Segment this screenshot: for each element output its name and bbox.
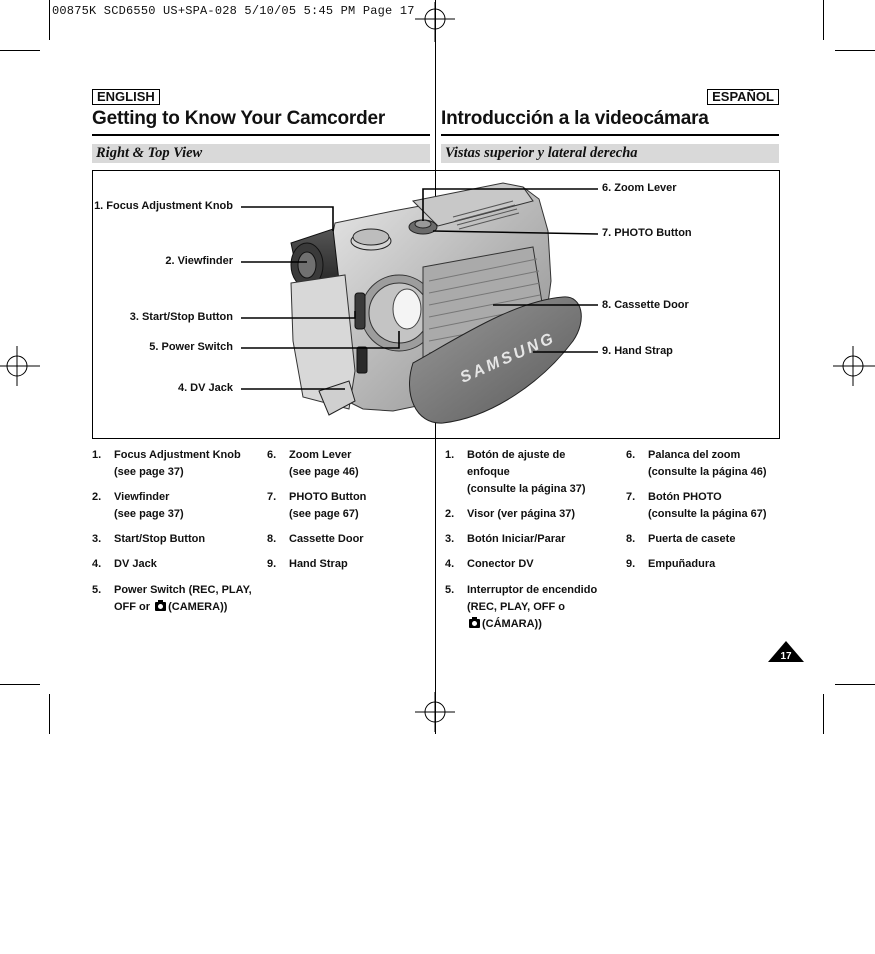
crop-mark <box>835 50 875 51</box>
crosshair-icon <box>0 346 40 386</box>
camera-icon <box>155 600 167 611</box>
crop-mark <box>49 694 50 734</box>
page-number-badge: 17 <box>768 641 804 662</box>
page-title-english: Getting to Know Your Camcorder <box>92 108 386 129</box>
callout-zoom-lever: 6. Zoom Lever <box>602 182 677 194</box>
crop-mark <box>823 0 824 40</box>
section-subtitle-english: Right & Top View <box>92 144 430 163</box>
callout-focus-knob: 1. Focus Adjustment Knob <box>94 200 233 212</box>
crop-mark <box>835 684 875 685</box>
callout-dv-jack: 4. DV Jack <box>177 382 233 394</box>
crop-mark <box>0 684 40 685</box>
crop-mark <box>0 50 40 51</box>
page-title-spanish: Introducción a la videocámara <box>441 108 709 129</box>
camcorder-figure: SAMSUNG 1. Focus Adjustment Knob 2. View… <box>92 170 780 439</box>
crosshair-icon <box>415 2 455 42</box>
title-rule-spanish <box>441 134 779 136</box>
callout-viewfinder: 2. Viewfinder <box>165 255 233 267</box>
callout-power-switch: 5. Power Switch <box>149 341 233 353</box>
camera-icon <box>469 617 480 628</box>
crop-mark <box>49 0 50 40</box>
page-number: 17 <box>780 651 792 662</box>
crosshair-icon <box>833 346 875 386</box>
section-subtitle-spanish: Vistas superior y lateral derecha <box>441 144 779 163</box>
crop-mark <box>823 694 824 734</box>
print-header: 00875K SCD6550 US+SPA-028 5/10/05 5:45 P… <box>52 4 415 18</box>
callout-hand-strap: 9. Hand Strap <box>602 345 673 357</box>
callout-start-stop: 3. Start/Stop Button <box>129 311 233 323</box>
callout-cassette-door: 8. Cassette Door <box>602 299 689 311</box>
crosshair-icon <box>415 692 455 732</box>
callout-photo-button: 7. PHOTO Button <box>602 227 692 239</box>
callout-lines <box>241 188 599 390</box>
spanish-tag: ESPAÑOL <box>707 89 779 105</box>
english-tag: ENGLISH <box>92 89 160 105</box>
title-rule-english <box>92 134 430 136</box>
camcorder-illustration: SAMSUNG <box>290 182 582 424</box>
